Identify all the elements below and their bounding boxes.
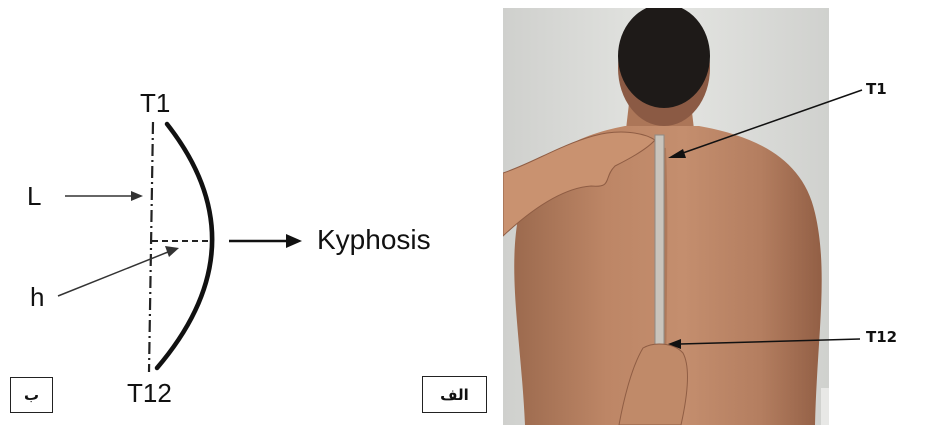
t1-t12-reference-line — [149, 122, 153, 372]
label-t1: T1 — [140, 88, 170, 119]
label-t12: T12 — [127, 378, 172, 409]
panel-tag-b: ب — [10, 377, 53, 413]
arrow-h-head — [165, 246, 179, 257]
arrow-l-head — [131, 191, 143, 201]
panel-tag-alef: الف — [422, 376, 487, 413]
hair — [618, 8, 710, 108]
label-h: h — [30, 282, 44, 313]
arrow-h — [58, 252, 168, 296]
label-kyphosis: Kyphosis — [317, 224, 431, 256]
label-l: L — [27, 181, 41, 212]
arrow-kyphosis-head — [286, 234, 302, 248]
kyphosis-schematic — [0, 0, 480, 425]
back-illustration — [503, 8, 829, 425]
measuring-ruler — [655, 135, 664, 353]
photo-label-t1: T1 — [866, 80, 887, 98]
wall-edge — [821, 388, 829, 425]
back-photo — [503, 8, 829, 425]
photo-label-t12: T12 — [866, 328, 897, 346]
spine-curve — [157, 124, 212, 368]
